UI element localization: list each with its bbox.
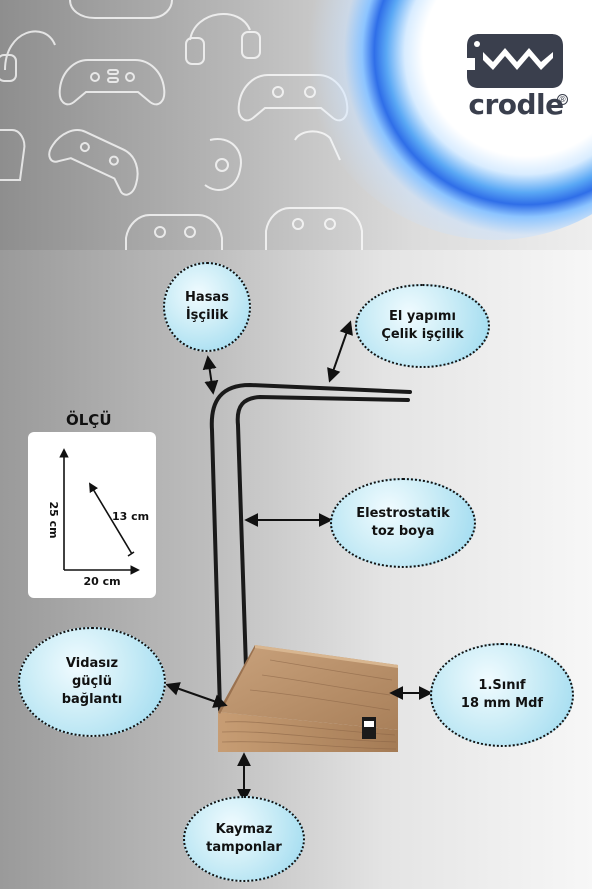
callout-sinif: 1.Sınıf 18 mm Mdf	[430, 643, 574, 747]
brand-name: crodle	[468, 88, 564, 121]
brand-logo: crodle ®	[460, 30, 572, 125]
wooden-base	[218, 645, 398, 752]
measure-card: 25 cm 13 cm 20 cm	[28, 432, 156, 598]
callout-kaymaz-text: Kaymaz tamponlar	[206, 822, 282, 855]
callout-elektrostatik-text: Elestrostatik toz boya	[356, 506, 450, 539]
callout-hasas-text: Hasas İşçilik	[185, 290, 229, 323]
registered-mark: ®	[557, 94, 568, 105]
diagonal-label: 13 cm	[112, 510, 149, 523]
callout-el-yapimi: El yapımı Çelik işçilik	[355, 284, 490, 368]
measure-title: ÖLÇÜ	[66, 411, 112, 429]
callout-el-yapimi-text: El yapımı Çelik işçilik	[381, 309, 464, 342]
callout-elektrostatik: Elestrostatik toz boya	[330, 478, 476, 568]
callout-kaymaz: Kaymaz tamponlar	[183, 796, 305, 882]
callout-sinif-text: 1.Sınıf 18 mm Mdf	[460, 678, 544, 711]
width-label: 20 cm	[83, 575, 120, 588]
callout-vidasiz: Vidasız güçlü bağlantı	[18, 627, 166, 737]
callout-vidasiz-text: Vidasız güçlü bağlantı	[61, 656, 123, 707]
crocodile-logo-icon	[467, 34, 563, 88]
height-label: 25 cm	[47, 501, 60, 538]
callout-hasas: Hasas İşçilik	[163, 262, 251, 352]
